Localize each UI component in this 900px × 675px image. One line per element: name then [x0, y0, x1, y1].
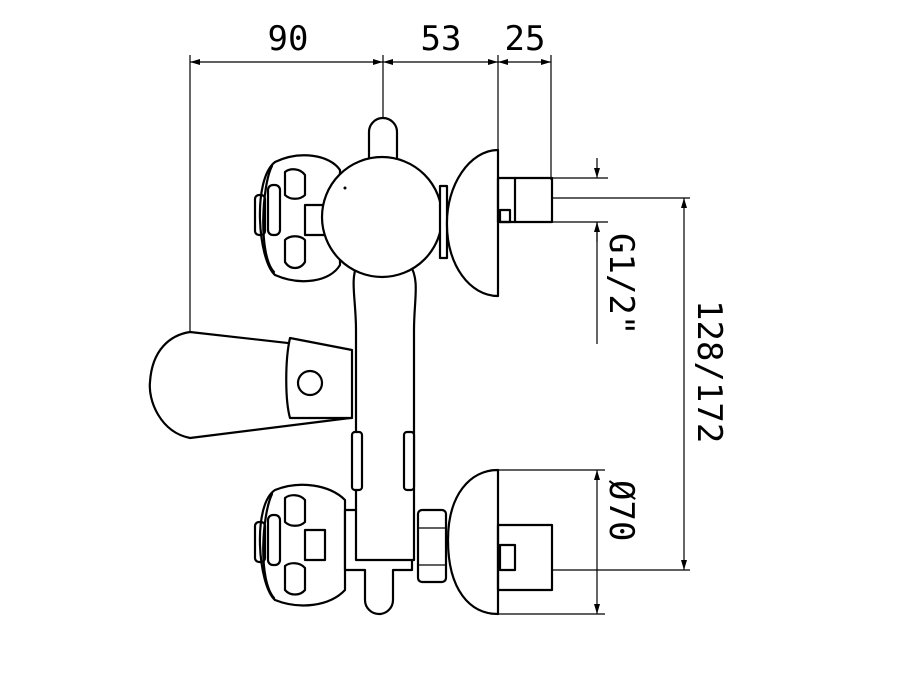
dim-text-diameter: Ø70: [601, 480, 641, 541]
central-dome: [320, 155, 444, 279]
bottom-knob: [253, 483, 347, 607]
right-dimensions: G1/2" 128/172 Ø70: [490, 158, 729, 615]
dim-text-53: 53: [421, 19, 462, 59]
faucet-body: [148, 116, 554, 616]
hex-nut: [416, 508, 448, 584]
top-stem: [367, 116, 399, 167]
main-body: [352, 263, 417, 562]
dim-text-25: 25: [505, 19, 546, 59]
top-dimensions: 90 53 25: [189, 19, 552, 382]
bottom-flange: [446, 468, 554, 616]
top-knob: [253, 154, 342, 283]
dim-text-thread: G1/2": [601, 233, 641, 335]
dim-text-90: 90: [268, 19, 309, 59]
lever-handle: [148, 330, 354, 440]
top-flange: [445, 148, 554, 298]
dim-text-centers: 128/172: [689, 300, 729, 443]
